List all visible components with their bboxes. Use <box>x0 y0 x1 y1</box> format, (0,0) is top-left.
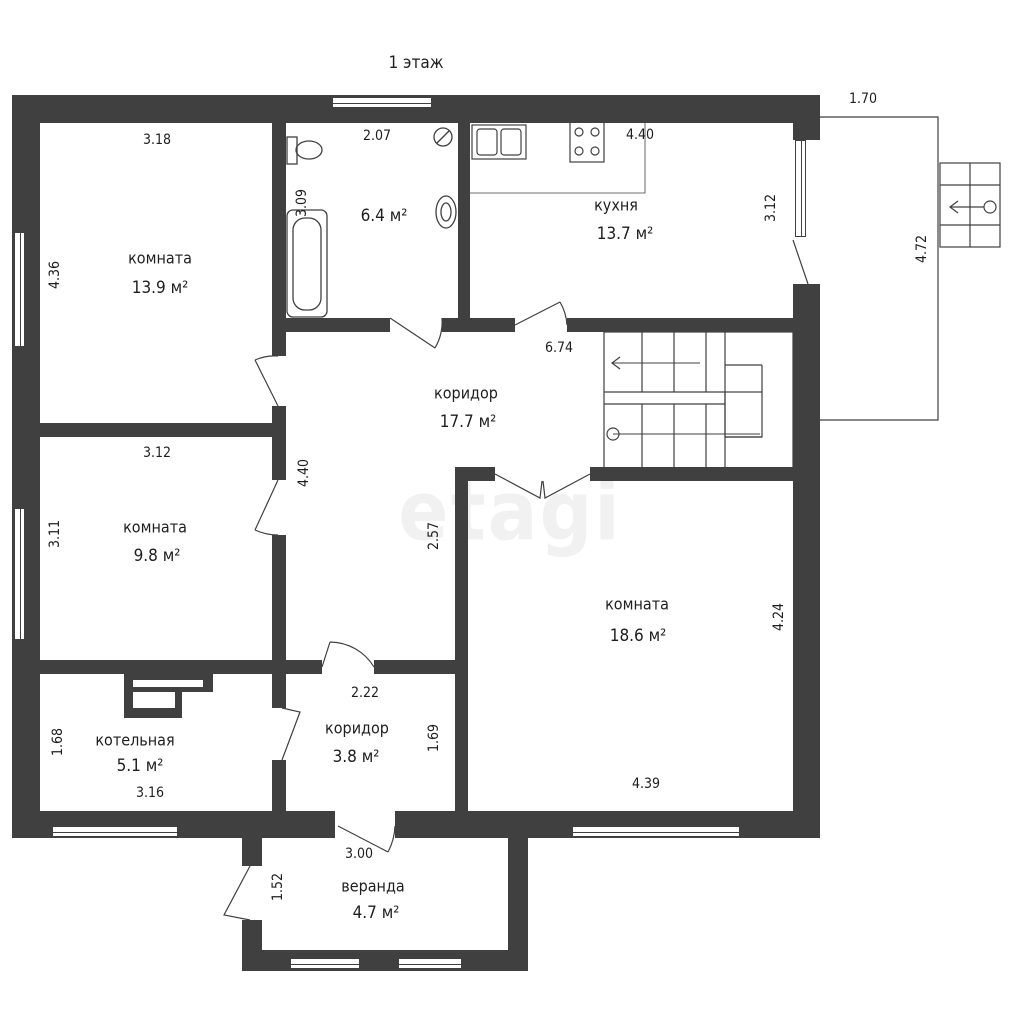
window-top-bathroom <box>332 97 432 108</box>
room-w-height: 3.11 <box>47 519 63 549</box>
stove-icon <box>569 121 605 163</box>
door-gap-room-se <box>495 467 590 481</box>
veranda-height: 1.52 <box>270 872 286 902</box>
wall-bath-kitchen <box>458 123 470 318</box>
kitchen-width: 4.40 <box>625 127 655 143</box>
room-nw-width: 3.18 <box>142 132 172 148</box>
kitchen-name: кухня <box>594 195 638 215</box>
window-right-kitchen <box>795 140 806 237</box>
room-w-area: 9.8 м² <box>133 546 181 566</box>
window-veranda-left <box>290 958 360 969</box>
boiler-room-area: 5.1 м² <box>116 756 164 776</box>
corridor-main-area: 17.7 м² <box>439 412 497 432</box>
corridor-small-area: 3.8 м² <box>332 747 380 767</box>
outer-wall-right-upper <box>793 95 820 140</box>
window-left-room-nw <box>14 232 25 347</box>
bathroom-area: 6.4 м² <box>360 206 408 226</box>
boiler-room-height: 1.68 <box>50 727 66 757</box>
bathroom-height: 3.09 <box>294 188 310 218</box>
room-w-name: комната <box>123 517 187 537</box>
terrace-height: 4.72 <box>914 234 930 264</box>
door-swings <box>223 239 809 921</box>
room-se-name: комната <box>605 594 669 614</box>
sink-icon <box>435 195 457 229</box>
room-nw-area: 13.9 м² <box>131 278 189 298</box>
door-gap-bathroom <box>390 318 442 332</box>
door-gap-kitchen-terrace <box>793 240 820 284</box>
veranda-width: 3.00 <box>344 846 374 862</box>
floor-title: 1 этаж <box>388 53 444 73</box>
toilet-bowl-icon <box>295 140 323 160</box>
kitchen-fixtures <box>470 108 646 194</box>
door-gap-veranda <box>335 811 395 838</box>
corridor-small-height: 1.69 <box>426 723 442 753</box>
veranda-area: 4.7 м² <box>352 903 400 923</box>
kitchen-height: 3.12 <box>763 193 779 223</box>
room-se-area: 18.6 м² <box>609 626 667 646</box>
door-gap-corridor-small <box>322 660 374 674</box>
kitchen-sink-icon <box>471 124 527 160</box>
corridor-main-width: 6.74 <box>544 340 574 356</box>
window-veranda-right <box>398 958 462 969</box>
staircase-icon <box>603 331 794 469</box>
door-gap-kitchen <box>515 318 567 332</box>
room-se-height: 4.24 <box>771 602 787 632</box>
window-bottom-room-se <box>572 826 740 837</box>
corridor-small-name: коридор <box>325 718 389 738</box>
boiler-room-name: котельная <box>95 730 175 750</box>
corridor-main-height: 4.40 <box>296 458 312 488</box>
bathroom-fixtures <box>286 127 457 318</box>
toilet-tank-icon <box>286 136 298 165</box>
window-left-room-w <box>14 508 25 640</box>
door-gap-room-nw <box>272 356 286 406</box>
wall-se-left <box>455 467 468 811</box>
outer-wall-left <box>12 95 40 838</box>
window-bottom-boiler <box>52 826 178 837</box>
drain-icon <box>433 127 453 147</box>
terrace-width: 1.70 <box>848 91 878 107</box>
bathtub-inner <box>292 217 322 311</box>
door-gap-room-w <box>272 480 286 535</box>
room-w-width: 3.12 <box>142 445 172 461</box>
veranda-wall-right <box>508 838 528 971</box>
stair-wall-right <box>793 318 820 481</box>
door-gap-veranda-outer <box>242 866 262 920</box>
bathroom-width: 2.07 <box>362 128 392 144</box>
boiler-icon <box>124 673 213 718</box>
wall-room-nw-bottom <box>40 423 272 437</box>
corridor-main-extra-dim: 2.57 <box>426 521 442 551</box>
veranda-name: веранда <box>341 876 405 896</box>
corridor-main-name: коридор <box>434 383 498 403</box>
door-gap-boiler <box>272 708 286 760</box>
room-se-width: 4.39 <box>631 776 661 792</box>
corridor-small-width: 2.22 <box>350 685 380 701</box>
terrace-outline <box>820 116 1001 421</box>
bathtub-icon <box>286 209 328 318</box>
room-nw-name: комната <box>128 248 192 268</box>
room-nw-height: 4.36 <box>47 260 63 290</box>
kitchen-area: 13.7 м² <box>596 224 654 244</box>
boiler-room-width: 3.16 <box>135 785 165 801</box>
